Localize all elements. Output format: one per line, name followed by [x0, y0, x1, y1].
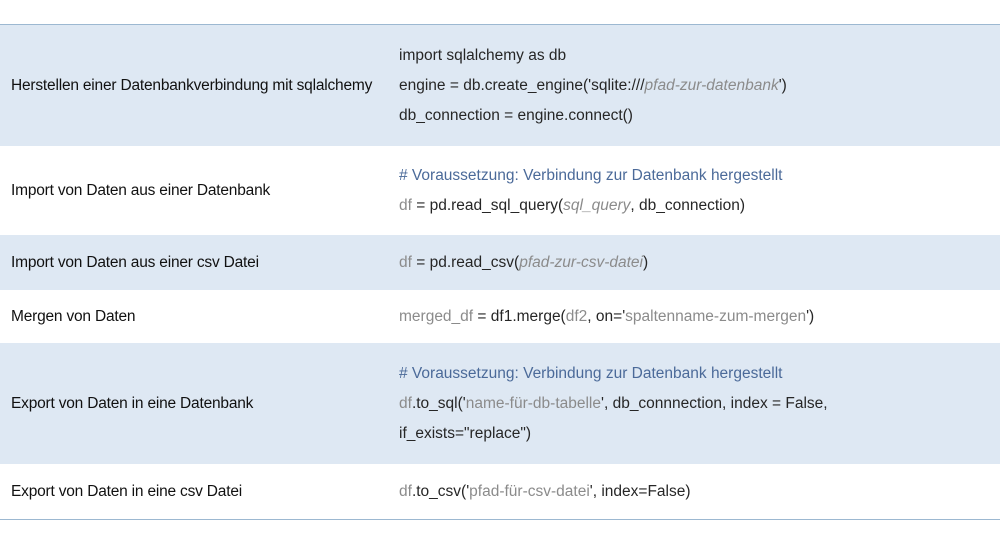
row-label: Import von Daten aus einer csv Datei: [11, 253, 259, 271]
code-comment: # Voraussetzung: Verbindung zur Datenban…: [399, 166, 783, 184]
code-line: import sqlalchemy as db: [399, 46, 567, 64]
table-row-import-csv: Import von Daten aus einer csv Datei df …: [0, 235, 1000, 290]
table-row-merge: Mergen von Daten merged_df = df1.merge(d…: [0, 290, 1000, 343]
code-cell: import sqlalchemy as db engine = db.crea…: [399, 41, 1000, 131]
code-line: df = pd.read_csv(pfad-zur-csv-datei): [399, 253, 649, 271]
row-label: Import von Daten aus einer Datenbank: [11, 181, 271, 199]
code-cell: # Voraussetzung: Verbindung zur Datenban…: [399, 161, 1000, 221]
code-line: merged_df = df1.merge(df2, on='spaltenna…: [399, 307, 815, 325]
code-cell: df = pd.read_csv(pfad-zur-csv-datei): [399, 248, 1000, 278]
code-line: df.to_csv('pfad-für-csv-datei', index=Fa…: [399, 482, 691, 500]
row-label: Export von Daten in eine csv Datei: [11, 482, 242, 500]
code-comment: # Voraussetzung: Verbindung zur Datenban…: [399, 364, 783, 382]
code-line: df = pd.read_sql_query(sql_query, db_con…: [399, 196, 745, 214]
row-label: Herstellen einer Datenbankverbindung mit…: [11, 76, 373, 94]
table-row-db-connection: Herstellen einer Datenbankverbindung mit…: [0, 25, 1000, 146]
row-label: Export von Daten in eine Datenbank: [11, 394, 254, 412]
code-reference-table: Herstellen einer Datenbankverbindung mit…: [0, 24, 1000, 520]
table-row-export-db: Export von Daten in eine Datenbank # Vor…: [0, 343, 1000, 464]
code-line: if_exists="replace"): [399, 424, 532, 442]
code-line: db_connection = engine.connect(): [399, 106, 633, 124]
row-label: Mergen von Daten: [11, 307, 136, 325]
table-row-import-db: Import von Daten aus einer Datenbank # V…: [0, 146, 1000, 235]
code-line: df.to_sql('name-für-db-tabelle', db_conn…: [399, 394, 828, 412]
code-cell: # Voraussetzung: Verbindung zur Datenban…: [399, 359, 1000, 449]
table-row-export-csv: Export von Daten in eine csv Datei df.to…: [0, 464, 1000, 519]
code-cell: df.to_csv('pfad-für-csv-datei', index=Fa…: [399, 477, 1000, 507]
code-line: engine = db.create_engine('sqlite:///pfa…: [399, 76, 787, 94]
code-cell: merged_df = df1.merge(df2, on='spaltenna…: [399, 302, 1000, 332]
